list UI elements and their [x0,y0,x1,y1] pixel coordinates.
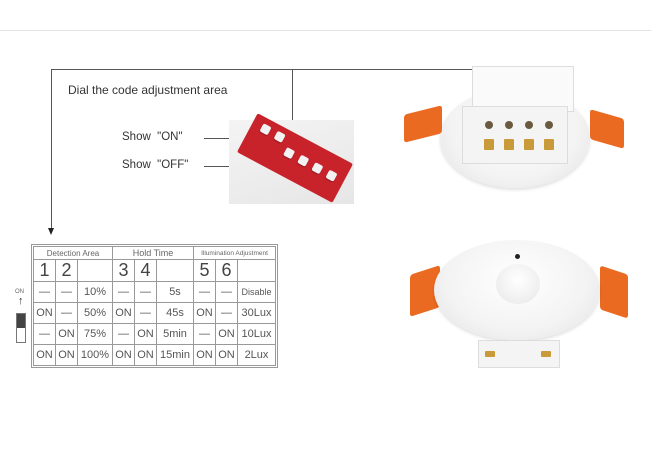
dip-switch-photo [229,113,354,204]
table-cell: — [215,281,238,303]
table-row: ON — 50% ON — 45s ON — 30Lux [33,302,276,324]
table-cell: — [33,323,56,345]
terminal [544,139,554,150]
toggle-switch-icon [16,313,26,343]
switch-number: 6 [215,259,238,282]
dip-switch-1 [259,123,272,136]
sensor-front-view-image [400,236,630,371]
table-cell: — [112,323,135,345]
table-cell: ON [33,302,56,324]
group-header-row: Detection Area Hold Time Illumination Ad… [33,246,276,260]
table-cell: 2Lux [237,344,276,366]
dip-switch-5 [311,162,324,175]
switch-number [77,259,113,282]
table-cell: ON [134,323,157,345]
table-cell: ON [193,302,216,324]
toggle-knob [17,314,25,328]
switch-number: 2 [55,259,78,282]
screw [545,121,553,129]
table-cell: ON [55,323,78,345]
connector-line-dip [292,69,293,125]
table-cell: — [112,281,135,303]
table-cell: ON [55,344,78,366]
table-cell: — [134,302,157,324]
terminal-block [462,106,568,164]
dip-switch-6 [325,169,338,182]
product-label-card [472,66,574,112]
connector-line-left [51,69,52,231]
table-cell: 10Lux [237,323,276,345]
spring-clip-right [600,265,628,319]
table-cell: 100% [77,344,113,366]
table-cell: ON [112,302,135,324]
table-cell: 50% [77,302,113,324]
table-row: — ON 75% — ON 5min — ON 10Lux [33,323,276,345]
switch-number [156,259,194,282]
table-cell: ON [193,344,216,366]
terminal [524,139,534,150]
group-detection-area: Detection Area [33,246,113,260]
table-cell: — [55,302,78,324]
table-cell: — [193,323,216,345]
table-cell: — [134,281,157,303]
callout-show-off: Show "OFF" [122,159,189,171]
callout-show-on: Show "ON" [122,131,183,143]
terminal-block [478,340,560,368]
switch-number [237,259,276,282]
table-cell: Disable [237,281,276,303]
diagram-title: Dial the code adjustment area [68,83,228,97]
table-row: ON ON 100% ON ON 15min ON ON 2Lux [33,344,276,366]
pir-sensor-dome [496,264,540,304]
dip-code-table: Detection Area Hold Time Illumination Ad… [31,244,278,368]
table-cell: — [215,302,238,324]
table-cell: — [33,281,56,303]
on-indicator-label: ON [15,289,24,295]
table-cell: ON [215,323,238,345]
dip-switch-board [236,113,354,203]
switch-number: 3 [112,259,135,282]
top-divider [0,30,651,31]
table-cell: 15min [156,344,194,366]
terminal [484,139,494,150]
table-cell: — [55,281,78,303]
terminal [485,351,495,357]
switch-number: 1 [33,259,56,282]
table-cell: 10% [77,281,113,303]
screw [525,121,533,129]
dip-switch-3 [282,147,296,160]
group-hold-time: Hold Time [112,246,194,260]
screw [505,121,513,129]
dip-switch-2 [273,130,286,143]
table-cell: 5s [156,281,194,303]
switch-number: 4 [134,259,157,282]
table-cell: ON [134,344,157,366]
table-cell: — [193,281,216,303]
light-sensor-dot [515,254,520,259]
arrow-down-icon [48,228,54,235]
table-cell: ON [112,344,135,366]
table-row: — — 10% — — 5s — — Disable [33,281,276,303]
terminal [541,351,551,357]
sensor-back-view-image [400,62,630,197]
up-arrow-icon: ↑ [18,295,24,307]
table-cell: ON [33,344,56,366]
switch-number-row: 1 2 3 4 5 6 [33,259,276,282]
dip-switch-4 [297,154,310,167]
table-cell: 45s [156,302,194,324]
spring-clip-left [404,105,442,143]
group-illumination-adjustment: Illumination Adjustment [193,246,276,260]
switch-number: 5 [193,259,216,282]
spring-clip-right [590,109,624,149]
table-cell: 30Lux [237,302,276,324]
terminal [504,139,514,150]
table-cell: 5min [156,323,194,345]
table-cell: ON [215,344,238,366]
table-cell: 75% [77,323,113,345]
connector-line-top [51,69,496,70]
screw [485,121,493,129]
